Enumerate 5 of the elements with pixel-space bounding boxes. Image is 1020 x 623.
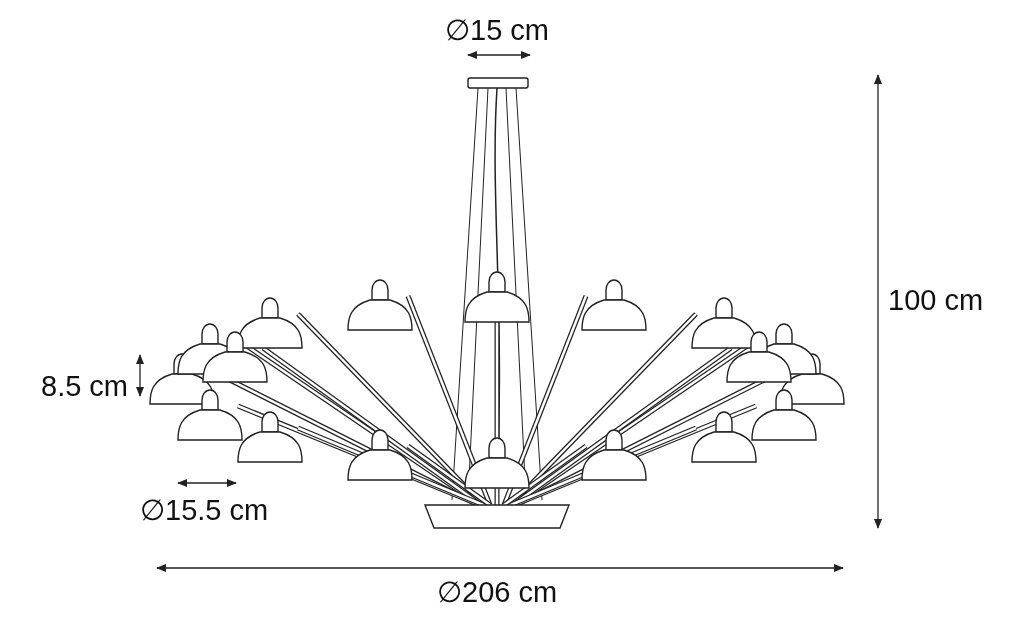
dimension-label: ∅206 cm — [437, 578, 558, 607]
dimension-label: 100 cm — [888, 286, 984, 315]
dimension-label: ∅15 cm — [445, 16, 549, 45]
dimension-label: ∅15.5 cm — [140, 496, 269, 525]
dimension-label: 8.5 cm — [41, 372, 129, 401]
